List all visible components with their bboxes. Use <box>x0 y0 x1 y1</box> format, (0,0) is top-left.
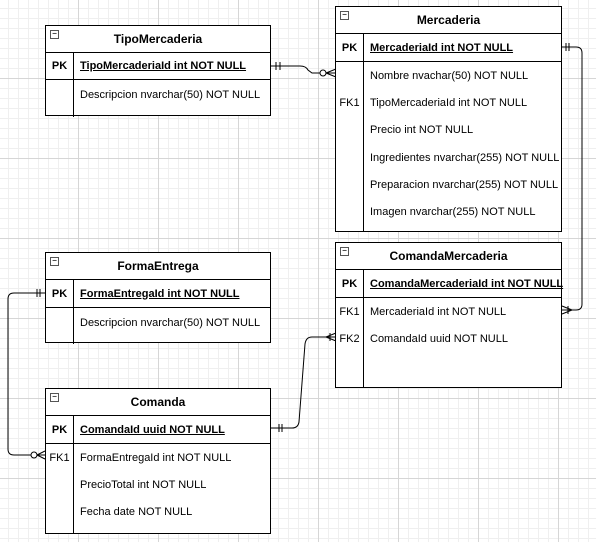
fields-area: FK1 FormaEntregaId int NOT NULL PrecioTo… <box>46 444 270 534</box>
pk-row: PK ComandaId uuid NOT NULL <box>46 416 270 444</box>
pk-field: MercaderiaId int NOT NULL <box>370 41 514 54</box>
table-title: TipoMercaderia <box>113 32 203 46</box>
fields-area: Descripcion nvarchar(50) NOT NULL <box>46 308 270 344</box>
field-text: Ingredientes nvarchar(255) NOT NULL <box>370 151 560 164</box>
field-text: Fecha date NOT NULL <box>80 505 193 518</box>
field-text: Imagen nvarchar(255) NOT NULL <box>370 206 536 218</box>
field-text: MercaderiaId int NOT NULL <box>370 305 507 318</box>
pk-label: PK <box>46 280 74 307</box>
field-row: Ingredientes nvarchar(255) NOT NULL <box>364 144 561 171</box>
crow-foot-mercaderia-a <box>325 68 337 74</box>
table-comanda[interactable]: − Comanda PK ComandaId uuid NOT NULL FK1… <box>45 388 271 534</box>
field-text: Descripcion nvarchar(50) NOT NULL <box>80 89 261 101</box>
field-text: PrecioTotal int NOT NULL <box>80 478 207 491</box>
field-text: Nombre nvachar(50) NOT NULL <box>370 69 529 82</box>
crow-foot-mercaderia-b <box>325 72 337 78</box>
connector-mercaderia-comandamercaderia <box>562 46 583 311</box>
field-row: FormaEntregaId int NOT NULL <box>74 444 270 471</box>
connector-formaentrega-comanda <box>7 292 45 456</box>
table-header: − FormaEntrega <box>46 253 270 280</box>
table-title: Mercaderia <box>416 13 481 27</box>
field-row: PrecioTotal int NOT NULL <box>74 471 270 498</box>
field-row: ComandaId uuid NOT NULL <box>364 325 561 352</box>
field-row: Nombre nvachar(50) NOT NULL <box>364 62 561 89</box>
field-text: Descripcion nvarchar(50) NOT NULL <box>80 316 261 329</box>
pk-label: PK <box>336 34 364 61</box>
connector-tipomercaderia-mercaderia <box>270 65 336 74</box>
table-title: Comanda <box>130 395 186 409</box>
crow-foot-comanda-b <box>36 454 46 460</box>
crow-foot-comanda-fk2-a <box>325 332 337 338</box>
pk-label: PK <box>46 416 74 443</box>
pk-row: PK TipoMercaderiaId int NOT NULL <box>46 53 270 80</box>
table-title: FormaEntrega <box>117 259 199 273</box>
fk-label: FK1 <box>49 451 70 464</box>
zero-mark-mercaderia <box>319 69 327 77</box>
table-comandamercaderia[interactable]: − ComandaMercaderia PK ComandaMercaderia… <box>335 242 564 388</box>
fields-area: FK1 FK2 MercaderiaId int NOT NULL Comand… <box>336 298 561 388</box>
field-row: Imagen nvarchar(255) NOT NULL <box>364 198 561 226</box>
table-header: − ComandaMercaderia <box>336 243 561 270</box>
pk-row: PK ComandaMercaderiaId int NOT NULL <box>336 270 564 298</box>
table-formaentrega[interactable]: − FormaEntrega PK FormaEntregaId int NOT… <box>45 252 271 344</box>
fk-label: FK2 <box>339 332 360 345</box>
collapse-icon[interactable]: − <box>50 257 59 266</box>
fields-area: Descripcion nvarchar(50) NOT NULL <box>46 80 270 117</box>
crow-foot-comandamercaderia-b <box>561 309 573 315</box>
field-row: Descripcion nvarchar(50) NOT NULL <box>74 308 270 337</box>
field-row: MercaderiaId int NOT NULL <box>364 298 561 325</box>
field-row: Precio int NOT NULL <box>364 116 561 144</box>
pk-row: PK MercaderiaId int NOT NULL <box>336 34 561 62</box>
field-text: Preparacion nvarchar(255) NOT NULL <box>370 178 559 191</box>
collapse-icon[interactable]: − <box>340 11 349 20</box>
crow-foot-comanda-fk2-b <box>325 336 337 342</box>
crow-foot-comanda-a <box>36 450 46 456</box>
field-text: ComandaId uuid NOT NULL <box>370 332 508 345</box>
fk-label: FK1 <box>339 305 360 318</box>
table-header: − Comanda <box>46 389 270 416</box>
pk-field: ComandaId uuid NOT NULL <box>80 423 225 436</box>
field-row: TipoMercaderiaId int NOT NULL <box>364 89 561 116</box>
zero-mark-comanda <box>30 451 38 459</box>
pk-label: PK <box>46 53 74 79</box>
connector-comanda-comandamercaderia <box>271 336 336 429</box>
fk-label: FK1 <box>339 96 360 109</box>
field-text: Precio int NOT NULL <box>370 124 474 136</box>
pk-field: ComandaMercaderiaId int NOT NULL <box>370 277 564 290</box>
collapse-icon[interactable]: − <box>50 393 59 402</box>
field-text: TipoMercaderiaId int NOT NULL <box>370 96 528 109</box>
field-row: Fecha date NOT NULL <box>74 498 270 525</box>
collapse-icon[interactable]: − <box>340 247 349 256</box>
table-header: − Mercaderia <box>336 7 561 34</box>
pk-field: TipoMercaderiaId int NOT NULL <box>80 60 247 72</box>
table-mercaderia[interactable]: − Mercaderia PK MercaderiaId int NOT NUL… <box>335 6 562 232</box>
pk-label: PK <box>336 270 364 297</box>
pk-row: PK FormaEntregaId int NOT NULL <box>46 280 270 308</box>
table-tipomercaderia[interactable]: − TipoMercaderia PK TipoMercaderiaId int… <box>45 25 271 117</box>
field-row: Preparacion nvarchar(255) NOT NULL <box>364 171 561 198</box>
field-row: Descripcion nvarchar(50) NOT NULL <box>74 80 270 110</box>
fields-area: FK1 Nombre nvachar(50) NOT NULL TipoMerc… <box>336 62 561 232</box>
table-title: ComandaMercaderia <box>389 249 508 263</box>
table-header: − TipoMercaderia <box>46 26 270 53</box>
pk-field: FormaEntregaId int NOT NULL <box>80 287 240 300</box>
crow-foot-comandamercaderia-a <box>561 305 573 311</box>
collapse-icon[interactable]: − <box>50 30 59 39</box>
field-text: FormaEntregaId int NOT NULL <box>80 451 232 464</box>
